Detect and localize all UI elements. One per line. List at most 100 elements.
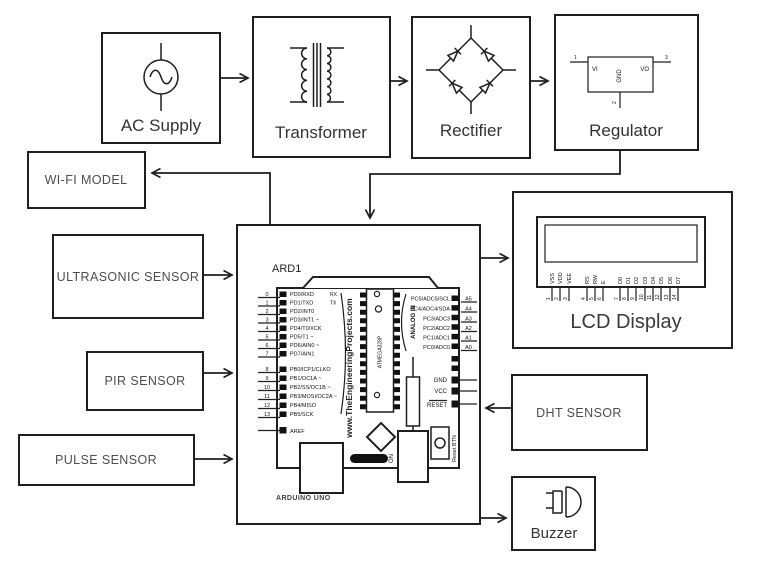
svg-text:PB2/SS/OC1B ~: PB2/SS/OC1B ~ xyxy=(290,385,331,391)
aref-label: AREF xyxy=(290,429,305,435)
svg-text:PB1/OC1A ~: PB1/OC1A ~ xyxy=(290,376,321,382)
svg-text:PD2/INT0: PD2/INT0 xyxy=(290,309,314,315)
regulator-vi: VI xyxy=(592,67,598,73)
dht-box xyxy=(511,374,648,451)
connection-wires xyxy=(150,72,621,524)
buzzer-box xyxy=(511,476,596,551)
power-pins: GND VCC RESET xyxy=(427,376,477,409)
ultrasonic-label: ULTRASONIC SENSOR xyxy=(57,270,200,284)
ultrasonic-box xyxy=(52,234,204,319)
svg-text:3: 3 xyxy=(265,318,268,324)
rx-mark: RX xyxy=(330,292,338,298)
arduino-ref: ARD1 xyxy=(272,263,301,275)
lcd-pin-number: 4 xyxy=(581,297,587,300)
lcd-pin-label: D5 xyxy=(659,277,665,284)
svg-text:PD1/TXD: PD1/TXD xyxy=(290,301,313,307)
svg-text:PD4/T0/XCK: PD4/T0/XCK xyxy=(290,326,322,332)
lcd-pin-label: VEE xyxy=(567,273,573,284)
lcd-pin-label: RW xyxy=(593,274,599,284)
mcu-label: ATMEGA328P xyxy=(378,335,384,368)
transformer-label: Transformer xyxy=(275,123,367,142)
analog-ext-labels: A5 A4 A3 A2 A1 A0 xyxy=(465,297,472,352)
block-arduino: ARD1 0 1 2 3 4 5 6 7 8 9 10 11 12 xyxy=(236,224,481,525)
svg-text:A5: A5 xyxy=(465,297,472,303)
svg-text:PD6/AIN0 ~: PD6/AIN0 ~ xyxy=(290,343,319,349)
pir-label: PIR SENSOR xyxy=(104,374,185,388)
lcd-pin-label: D3 xyxy=(643,277,649,284)
mcu-ic: ATMEGA328P xyxy=(360,288,400,413)
pulse-label: PULSE SENSOR xyxy=(55,453,157,467)
regulator-gnd: GND xyxy=(617,69,623,83)
ac-source-icon xyxy=(143,43,179,111)
reset-btn-label: Reset BTN xyxy=(452,435,458,462)
block-regulator: VI VO GND 1 3 2 Regulator xyxy=(554,14,699,151)
svg-text:2: 2 xyxy=(265,309,268,315)
on-led xyxy=(350,454,388,463)
arduino-board-name: ARDUINO UNO xyxy=(276,495,331,502)
lcd-pin-label: D7 xyxy=(676,277,682,284)
block-ac-supply: AC Supply xyxy=(101,32,221,144)
block-pir-sensor: PIR SENSOR xyxy=(86,351,204,411)
svg-text:A1: A1 xyxy=(465,336,472,342)
transformer-icon xyxy=(290,43,344,107)
svg-text:PB4/MISO: PB4/MISO xyxy=(290,403,317,409)
block-ultrasonic-sensor: ULTRASONIC SENSOR xyxy=(52,234,204,319)
svg-text:PC2/ADC2: PC2/ADC2 xyxy=(423,326,450,332)
svg-text:0: 0 xyxy=(265,292,268,298)
svg-text:A4: A4 xyxy=(465,307,472,313)
lcd-pin-number: 8 xyxy=(622,297,628,300)
regulator-ic-icon: VI VO GND 1 3 2 xyxy=(570,55,671,108)
reset-label: RESET xyxy=(427,403,447,409)
reset-button: Reset BTN xyxy=(430,426,458,462)
svg-text:6: 6 xyxy=(265,343,268,349)
svg-text:PC5/ADC5/SCL: PC5/ADC5/SCL xyxy=(411,297,450,303)
lcd-pin-label: RS xyxy=(585,276,591,284)
dht-label: DHT SENSOR xyxy=(536,406,622,420)
lcd-pin-number: 5 xyxy=(589,297,595,300)
regulator-pin1: 1 xyxy=(574,55,577,61)
power-pin-leads xyxy=(459,379,477,405)
lcd-pin-number: 10 xyxy=(639,294,645,300)
digital-pin-labels: PD0/RXD PD1/TXD PD2/INT0 PD3/INT1 ~ PD4/… xyxy=(290,292,338,418)
rectifier-box xyxy=(411,16,531,159)
analog-in-label: ANALOG IN xyxy=(411,305,417,339)
lcd-pin-number: 13 xyxy=(664,294,670,300)
svg-text:PD5/T1 ~: PD5/T1 ~ xyxy=(290,335,313,341)
buzzer-label: Buzzer xyxy=(531,525,578,542)
svg-text:8: 8 xyxy=(265,367,268,373)
svg-text:PD7/AIN1: PD7/AIN1 xyxy=(290,352,314,358)
svg-text:PC3/ADC3: PC3/ADC3 xyxy=(423,317,450,323)
wire-regulator-to-arduino xyxy=(364,150,621,220)
digital-bracket xyxy=(340,292,347,415)
wifi-box xyxy=(27,151,146,209)
wire-arduino-to-wifi xyxy=(150,167,271,225)
svg-text:PB3/MOSI/OC2A ~: PB3/MOSI/OC2A ~ xyxy=(290,394,337,400)
ic-hole xyxy=(374,305,383,313)
analog-bracket xyxy=(400,293,407,352)
svg-text:PB0/ICP1/CLKO: PB0/ICP1/CLKO xyxy=(290,367,331,373)
lcd-pin-number: 3 xyxy=(563,297,569,300)
lcd-pin-number: 12 xyxy=(655,294,661,300)
bridge-rectifier-icon xyxy=(426,25,516,114)
svg-text:PD0/RXD: PD0/RXD xyxy=(290,292,314,298)
lcd-screen xyxy=(544,224,698,263)
block-transformer: Transformer xyxy=(252,16,391,158)
lcd-pin-number: 2 xyxy=(554,297,560,300)
digital-pin-leads xyxy=(258,296,280,432)
lcd-pins: VSS VDD VEE RS RW E D0 D1 D2 D3 D4 D5 D6… xyxy=(546,272,682,301)
lcd-pin-label: D2 xyxy=(634,277,640,284)
watermark-text: www.TheEngineeringProjects.com xyxy=(344,298,354,439)
lcd-pin-label: E xyxy=(601,280,607,284)
lcd-module xyxy=(536,216,706,288)
svg-text:10: 10 xyxy=(264,385,270,391)
block-rectifier: Rectifier xyxy=(411,16,531,159)
svg-text:A2: A2 xyxy=(465,326,472,332)
wifi-label: WI-FI MODEL xyxy=(45,173,128,187)
svg-text:5: 5 xyxy=(265,335,268,341)
lcd-pin-label: D1 xyxy=(626,277,632,284)
ic-hole xyxy=(373,290,381,298)
regulator-label: Regulator xyxy=(589,121,663,140)
digital-pin-numbers: 0 1 2 3 4 5 6 7 8 9 10 11 12 13 xyxy=(264,292,270,418)
svg-text:1: 1 xyxy=(265,301,268,307)
lcd-pin-number: 14 xyxy=(672,294,678,300)
